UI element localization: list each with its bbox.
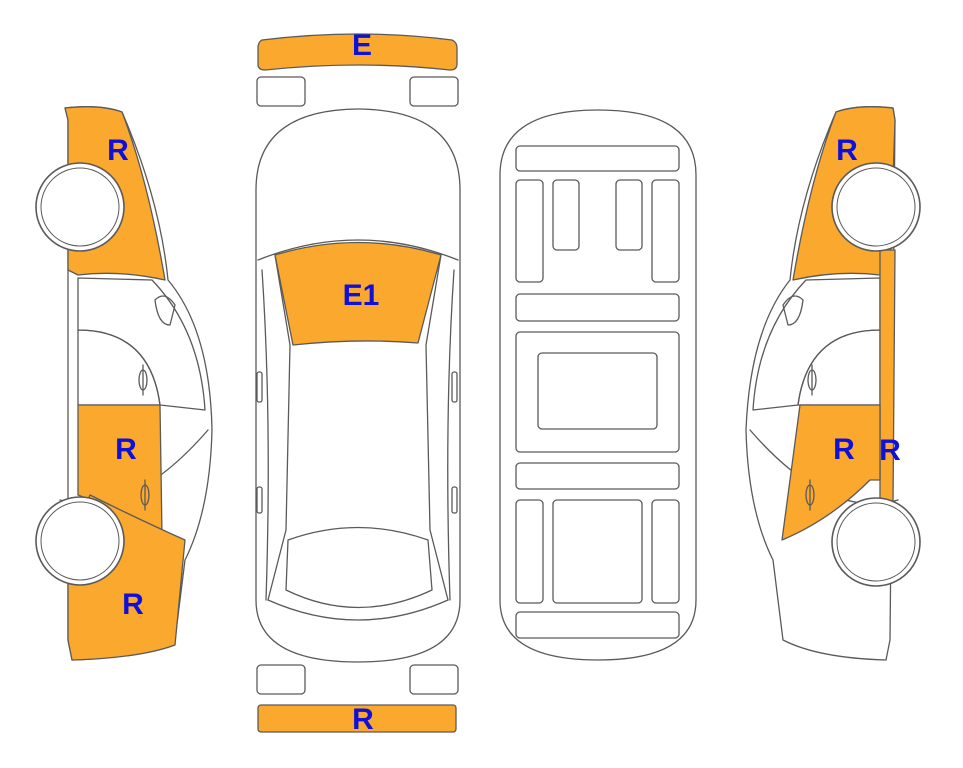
floor-panel-11	[552, 499, 643, 604]
floor-panel-13	[515, 611, 680, 639]
floor-panel-2	[515, 179, 544, 283]
right-side-view: R R R	[745, 106, 921, 661]
right-front-wheel	[831, 162, 921, 252]
left-door-handle-front	[138, 364, 148, 396]
left-rear-door-label: R	[115, 433, 137, 466]
left-door-handle-rear	[140, 479, 150, 511]
left-rear-quarter-label: R	[122, 588, 144, 621]
hood-line	[257, 239, 459, 261]
handle-right-rear	[451, 486, 458, 514]
right-rear-door-damage[interactable]	[781, 404, 881, 541]
left-pillar	[267, 254, 291, 601]
right-rocker-label: R	[879, 434, 901, 467]
rear-light-left	[256, 664, 306, 695]
left-side-view: R R R	[35, 106, 213, 661]
right-rear-door-label: R	[833, 433, 855, 466]
left-rear-rim	[40, 501, 120, 581]
mirror-left-front	[256, 371, 263, 403]
windshield-label: E1	[343, 279, 380, 312]
right-rear-rim	[836, 502, 916, 582]
right-door-handle-rear	[805, 479, 815, 511]
right-side-line	[447, 269, 455, 601]
windshield-damage[interactable]	[274, 241, 442, 346]
underbody-view	[499, 109, 697, 661]
floor-panel-6	[515, 293, 680, 322]
floor-panel-4	[615, 179, 643, 251]
right-front-rim	[836, 167, 916, 247]
floor-panel-3	[552, 179, 580, 251]
rear-bumper-label: R	[352, 703, 374, 736]
right-rear-wheel	[831, 497, 921, 587]
mirror-right-front	[451, 371, 458, 403]
left-rear-wheel	[35, 496, 125, 586]
front-headlight-left	[256, 76, 306, 107]
top-view-car: E1	[255, 108, 461, 663]
left-front-fender-label: R	[107, 134, 129, 167]
right-side-mirror	[782, 295, 804, 326]
trunk-line	[267, 599, 449, 621]
rear-window	[285, 526, 433, 609]
floor-panel-5	[651, 179, 680, 283]
left-side-line	[261, 269, 269, 601]
front-bumper-damage[interactable]	[257, 33, 458, 71]
right-side-window-rear	[797, 329, 881, 406]
rear-bumper-group: R	[256, 664, 459, 736]
floor-panel-1	[515, 145, 680, 172]
front-bumper-group: E	[256, 29, 459, 107]
right-pillar	[425, 254, 449, 601]
right-front-fender-label: R	[836, 134, 858, 167]
floor-panel-10	[515, 499, 544, 604]
right-door-handle-front	[807, 364, 817, 396]
rear-bumper-damage[interactable]	[257, 704, 457, 733]
front-headlight-right	[409, 76, 459, 107]
front-bumper-label: E	[352, 29, 372, 62]
left-front-wheel	[35, 162, 125, 252]
floor-panel-12	[651, 499, 680, 604]
handle-left-rear	[256, 486, 263, 514]
rear-light-right	[409, 664, 459, 695]
left-front-rim	[40, 167, 120, 247]
floor-panel-9	[515, 462, 680, 490]
left-side-mirror	[154, 295, 176, 326]
floor-panel-8	[537, 352, 658, 430]
